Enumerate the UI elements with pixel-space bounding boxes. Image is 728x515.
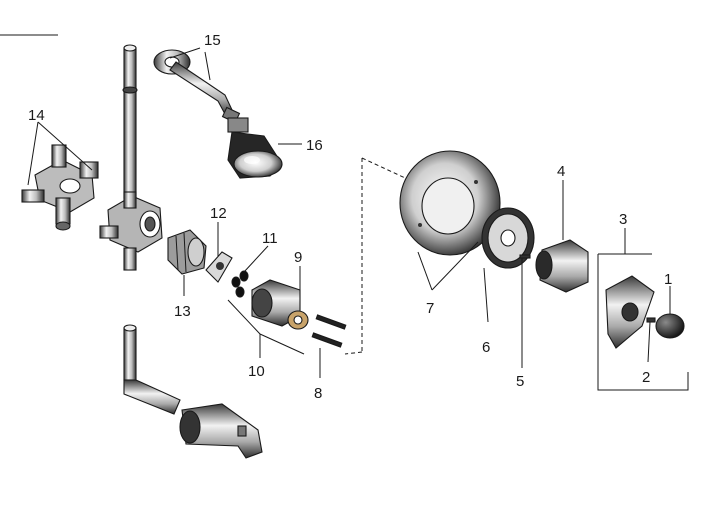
screws [311,314,347,348]
tub-spout-pipe [123,324,181,415]
leader-lines [27,47,689,391]
callout-16: 16 [306,137,323,154]
retainer-plate [205,251,233,283]
callout-4: 4 [557,163,565,180]
callout-15: 15 [204,32,221,49]
callout-6: 6 [482,339,490,356]
shower-arm-and-flange [153,49,241,124]
shower-head [227,117,283,179]
callout-14: 14 [28,107,45,124]
set-screw [646,317,656,323]
callout-12: 12 [210,205,227,222]
callout-1: 1 [664,271,672,288]
dome-cap [535,239,589,293]
callout-3: 3 [619,211,627,228]
escutcheon-plate [399,150,501,256]
callout-2: 2 [642,369,650,386]
callout-10: 10 [248,363,265,380]
gasket [481,207,535,269]
callout-13: 13 [174,303,191,320]
callout-7: 7 [426,300,434,317]
index-button [655,313,685,339]
shower-riser-pipe [122,44,138,199]
o-rings [231,270,249,298]
cartridge [167,229,207,275]
callout-8: 8 [314,385,322,402]
tub-spout [179,403,263,459]
callout-5: 5 [516,373,524,390]
stem-nut [287,310,309,330]
callout-labels: 1 2 3 4 5 6 7 8 9 10 11 12 13 14 15 16 [28,32,672,402]
lever-handle [605,275,655,349]
valve-body-detail [21,144,99,231]
handle-screw [519,254,531,259]
callout-9: 9 [294,249,302,266]
valve-body [99,191,163,271]
callout-11: 11 [262,230,278,247]
